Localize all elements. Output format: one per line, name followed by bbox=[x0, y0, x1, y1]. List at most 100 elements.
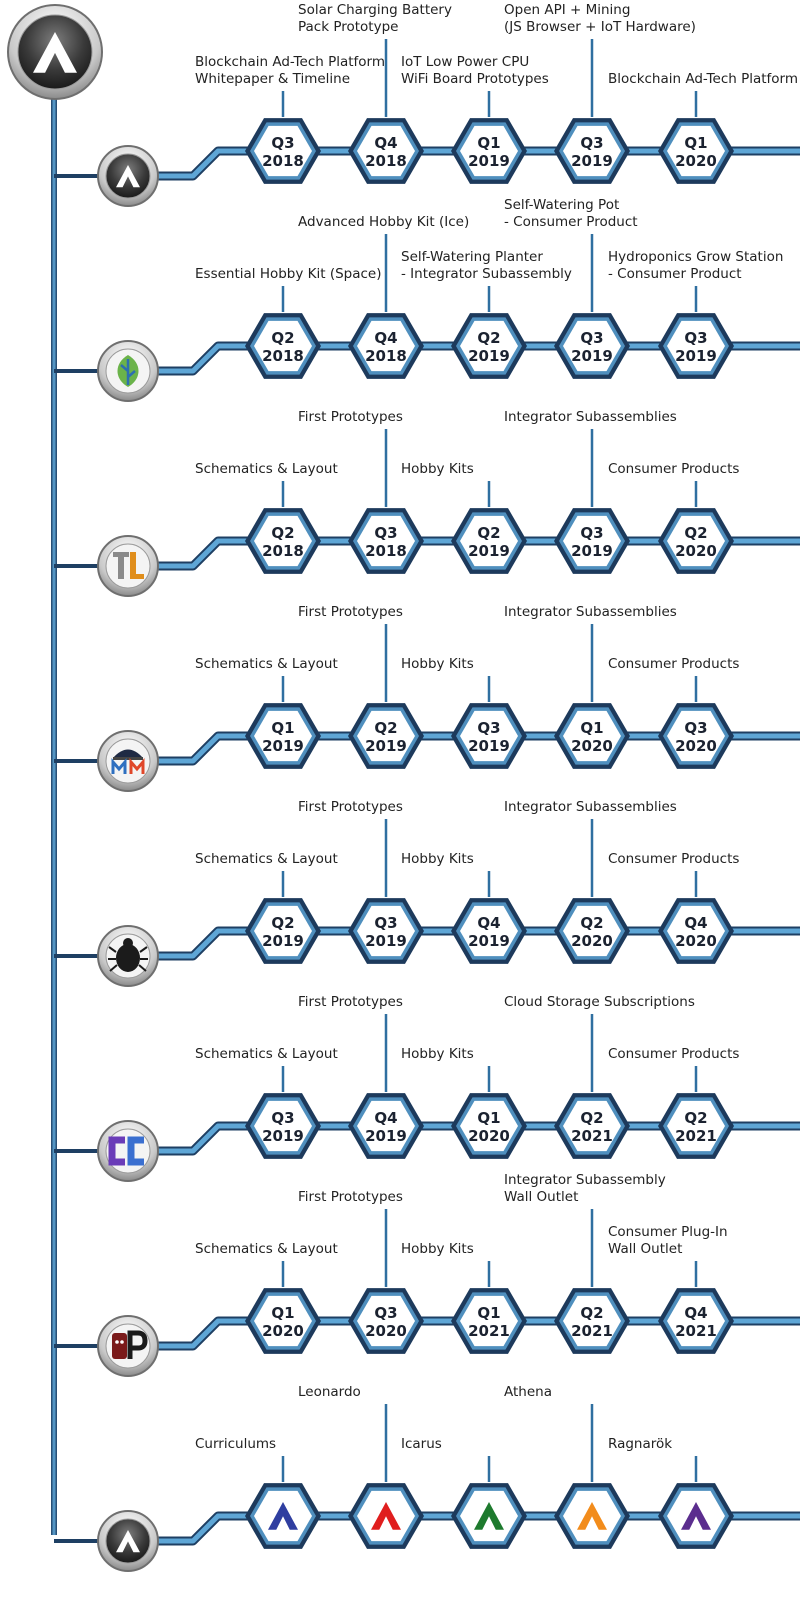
hexagon-face bbox=[357, 515, 415, 567]
milestone-quarter: Q4 bbox=[374, 1109, 397, 1127]
gb-bug-logo-icon bbox=[97, 925, 159, 987]
milestone-year: 2019 bbox=[365, 1127, 407, 1145]
milestone-quarter: Q3 bbox=[374, 914, 397, 932]
milestone-year: 2020 bbox=[675, 737, 717, 755]
milestone-year: 2019 bbox=[468, 737, 510, 755]
milestone-label: Integrator Subassemblies bbox=[504, 799, 677, 815]
milestone-year: 2020 bbox=[365, 1322, 407, 1340]
milestone-quarter: Q2 bbox=[684, 1109, 707, 1127]
milestone-year: 2020 bbox=[262, 1322, 304, 1340]
milestone-year: 2021 bbox=[571, 1127, 613, 1145]
a-logo-icon bbox=[577, 1502, 607, 1530]
milestone-label: Ragnarök bbox=[608, 1436, 672, 1452]
milestone-year: 2019 bbox=[468, 347, 510, 365]
milestone-year: 2019 bbox=[468, 542, 510, 560]
milestone-label: Hobby Kits bbox=[401, 656, 474, 672]
milestone-quarter: Q1 bbox=[477, 134, 500, 152]
milestone-quarter: Q1 bbox=[477, 1109, 500, 1127]
hexagon-face bbox=[357, 320, 415, 372]
milestone-label: - Consumer Product bbox=[504, 214, 638, 230]
milestone-year: 2020 bbox=[675, 932, 717, 950]
milestone-node: Athena bbox=[504, 1384, 630, 1549]
milestone-label: Integrator Subassemblies bbox=[504, 409, 677, 425]
milestone-year: 2020 bbox=[571, 737, 613, 755]
milestone-node: Hydroponics Grow Station- Consumer Produ… bbox=[608, 249, 783, 379]
milestone-label: Consumer Products bbox=[608, 851, 739, 867]
milestone-year: 2019 bbox=[571, 347, 613, 365]
hexagon-face bbox=[460, 125, 518, 177]
milestone-label: Solar Charging Battery bbox=[298, 2, 452, 18]
milestone-year: 2018 bbox=[262, 347, 304, 365]
milestone-label: Wall Outlet bbox=[608, 1241, 682, 1257]
hexagon-face bbox=[667, 515, 725, 567]
milestone-quarter: Q2 bbox=[684, 524, 707, 542]
milestone-quarter: Q1 bbox=[477, 1304, 500, 1322]
hexagon-face bbox=[563, 515, 621, 567]
hexagon-face bbox=[254, 710, 312, 762]
hexagon-face bbox=[254, 1100, 312, 1152]
milestone-year: 2019 bbox=[262, 1127, 304, 1145]
milestone-quarter: Q2 bbox=[271, 329, 294, 347]
milestone-year: 2020 bbox=[571, 932, 613, 950]
milestone-node: Curriculums bbox=[195, 1436, 321, 1549]
vertical-trunk-line bbox=[51, 90, 57, 1535]
milestone-label: IoT Low Power CPU bbox=[401, 54, 529, 70]
milestone-label: - Consumer Product bbox=[608, 266, 742, 282]
milestone-label: Blockchain Ad-Tech Platform bbox=[608, 71, 798, 87]
milestone-label: Hobby Kits bbox=[401, 851, 474, 867]
milestone-label: Consumer Products bbox=[608, 656, 739, 672]
milestone-year: 2020 bbox=[675, 152, 717, 170]
milestone-label: Blockchain Ad-Tech Platform bbox=[195, 54, 385, 70]
milestone-label: Athena bbox=[504, 1384, 552, 1400]
milestone-quarter: Q2 bbox=[271, 524, 294, 542]
op-plug-logo-icon bbox=[97, 1315, 159, 1377]
milestone-label: Whitepaper & Timeline bbox=[195, 71, 350, 87]
hexagon-face bbox=[357, 710, 415, 762]
tl-logo-icon bbox=[97, 535, 159, 597]
milestone-year: 2018 bbox=[365, 347, 407, 365]
milestone-quarter: Q3 bbox=[374, 524, 397, 542]
milestone-quarter: Q2 bbox=[580, 1304, 603, 1322]
milestone-label: Icarus bbox=[401, 1436, 442, 1452]
milestone-year: 2019 bbox=[468, 152, 510, 170]
milestone-quarter: Q4 bbox=[374, 134, 397, 152]
milestone-node: Open API + Mining(JS Browser + IoT Hardw… bbox=[504, 2, 696, 184]
milestone-year: 2019 bbox=[571, 152, 613, 170]
milestone-node: Self-Watering Planter- Integrator Subass… bbox=[401, 249, 572, 379]
milestone-quarter: Q1 bbox=[271, 719, 294, 737]
milestone-year: 2018 bbox=[262, 542, 304, 560]
milestone-label: First Prototypes bbox=[298, 409, 403, 425]
milestone-label: Schematics & Layout bbox=[195, 656, 338, 672]
milestone-label: Hobby Kits bbox=[401, 1046, 474, 1062]
hexagon-face bbox=[460, 515, 518, 567]
milestone-label: Consumer Products bbox=[608, 461, 739, 477]
aeon-a-logo-icon bbox=[97, 1510, 159, 1572]
milestone-quarter: Q3 bbox=[477, 719, 500, 737]
milestone-quarter: Q1 bbox=[271, 1304, 294, 1322]
milestone-quarter: Q3 bbox=[684, 329, 707, 347]
milestone-node: Leonardo bbox=[298, 1384, 424, 1549]
milestone-quarter: Q1 bbox=[684, 134, 707, 152]
milestone-label: WiFi Board Prototypes bbox=[401, 71, 549, 87]
milestone-quarter: Q3 bbox=[684, 719, 707, 737]
milestone-year: 2019 bbox=[675, 347, 717, 365]
milestone-label: Self-Watering Pot bbox=[504, 197, 619, 213]
milestone-year: 2018 bbox=[262, 152, 304, 170]
hexagon-face bbox=[254, 125, 312, 177]
milestone-year: 2021 bbox=[675, 1127, 717, 1145]
hexagon-face bbox=[563, 125, 621, 177]
milestone-quarter: Q2 bbox=[271, 914, 294, 932]
milestone-node: Self-Watering Pot- Consumer ProductQ3201… bbox=[504, 197, 638, 379]
milestone-year: 2019 bbox=[365, 932, 407, 950]
